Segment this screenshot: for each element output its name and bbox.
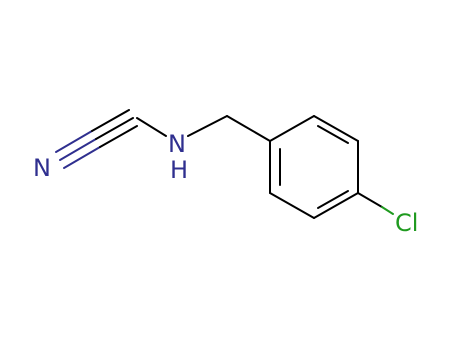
nh-to-benzyl-bond xyxy=(187,115,228,137)
ring-double-bond xyxy=(317,125,349,144)
bond-line xyxy=(55,130,93,153)
ring-bond xyxy=(269,192,315,219)
nitrile-triple-bond xyxy=(55,109,138,169)
ring-bond xyxy=(313,192,359,219)
ring-to-cl-bond xyxy=(381,206,394,215)
benzene-ring xyxy=(269,115,359,219)
ring-bond xyxy=(269,115,315,142)
nitrile-nitrogen-label: N xyxy=(33,154,51,182)
benzyl-to-ring-bond xyxy=(226,115,271,142)
ring-bond xyxy=(313,115,359,142)
ring-double-bond xyxy=(317,190,349,209)
bond-line xyxy=(95,117,134,140)
bond-line xyxy=(59,138,97,161)
chlorine-label: Cl xyxy=(395,209,418,237)
bond-line xyxy=(63,146,101,169)
amine-hydrogen-label: H xyxy=(170,156,188,184)
bond-line xyxy=(99,125,138,148)
amine-nitrogen-label: N xyxy=(168,130,186,158)
ring-to-cl-bond xyxy=(357,192,383,208)
bond-line xyxy=(91,109,130,132)
ch2-to-nh-bond xyxy=(136,117,167,137)
